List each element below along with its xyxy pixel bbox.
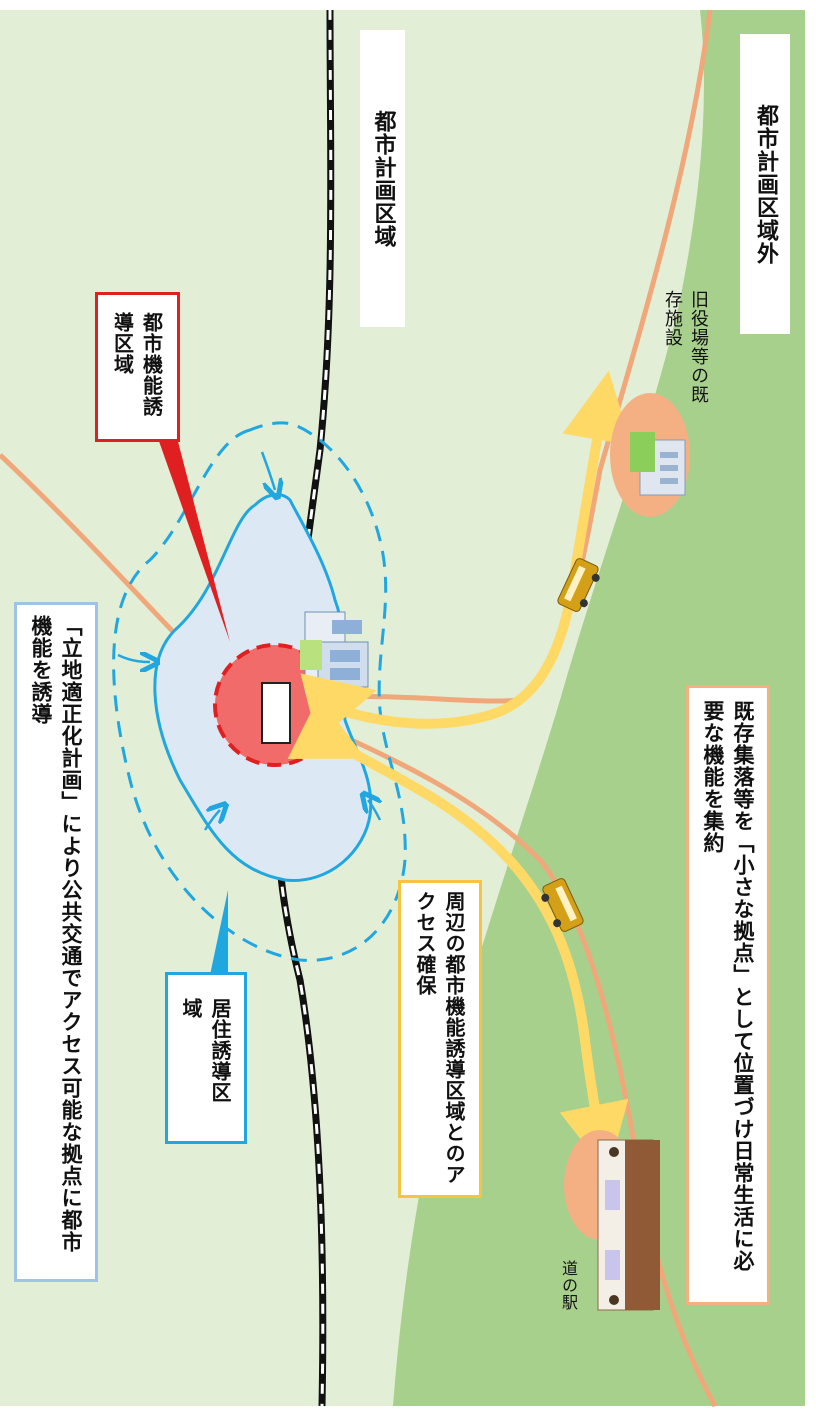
residential-arrow-1: [260, 451, 275, 490]
road-south: [294, 712, 718, 1408]
access-note-box: 周辺の都市機能誘導区域とのアクセス確保: [398, 880, 482, 1198]
small-base-note-text: 既存集落等を「小さな拠点」として位置づけ日常生活に必要な機能を集約: [701, 700, 755, 1272]
access-note-text: 周辺の都市機能誘導区域とのアクセス確保: [413, 891, 466, 1185]
outside-planning-area-label-box: 都市計画区域外: [740, 34, 790, 334]
station-building: [261, 682, 291, 744]
plan-note-text: 「立地適正化計画」により公共交通でアクセス可能な拠点に都市機能を誘導: [29, 615, 83, 1253]
michi-no-eki-building-icon: [597, 1139, 660, 1311]
city-planning-area-label: 都市計画区域: [370, 109, 396, 248]
outside-planning-area-label: 都市計画区域外: [753, 103, 778, 265]
plan-note-box: 「立地適正化計画」により公共交通でアクセス可能な拠点に都市機能を誘導: [14, 602, 98, 1282]
railway-ties: [275, 9, 333, 1407]
access-arrow-south-head: [287, 696, 366, 759]
residential-arrow-3: [203, 810, 220, 831]
access-arrow-north-head: [300, 673, 377, 742]
central-buildings-icon: [300, 611, 369, 693]
residential-callout-pointer: [210, 890, 228, 975]
residential-zone-outer: [112, 421, 407, 962]
small-base-note-box: 既存集落等を「小さな拠点」として位置づけ日常生活に必要な機能を集約: [686, 685, 770, 1305]
city-planning-area-label-box: 都市計画区域: [360, 30, 405, 327]
urban-function-zone-label-box: 都市機能誘導区域: [95, 292, 180, 442]
access-arrow-south: [327, 735, 629, 1175]
michi-no-eki-label-box: 道の駅: [548, 1260, 588, 1340]
access-arrow-north: [323, 370, 632, 729]
michi-no-eki-label: 道の駅: [559, 1260, 578, 1311]
residential-zone-label-box: 居住誘導区域: [165, 972, 247, 1144]
bus-north-icon: [557, 558, 600, 612]
bus-south-icon: [541, 878, 584, 932]
urban-function-zone-label: 都市機能誘導区域: [110, 312, 164, 417]
old-facility-building-icon: [630, 432, 686, 496]
residential-zone-label: 居住誘導区域: [179, 998, 232, 1103]
old-facilities-label: 旧役場等の既存施設: [662, 290, 709, 404]
old-facilities-label-box: 旧役場等の既存施設: [657, 290, 713, 420]
residential-arrow-4: [368, 800, 380, 821]
urban-callout-pointer: [155, 430, 230, 642]
residential-arrow-2: [117, 655, 150, 662]
